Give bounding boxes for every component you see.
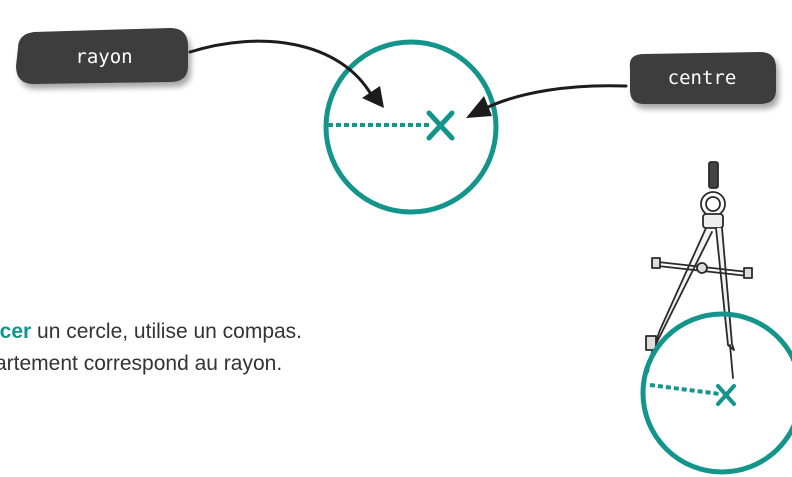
instruction-line-2: artement correspond au rayon. bbox=[0, 352, 283, 375]
rayon-label: rayon bbox=[75, 46, 132, 68]
centre-arrow bbox=[466, 84, 628, 118]
emphasis-word: acer bbox=[0, 320, 32, 343]
instruction-line-1-rest: un cercle, utilise un compas. bbox=[31, 320, 303, 343]
rayon-tag bbox=[16, 28, 188, 84]
compass-icon bbox=[645, 161, 753, 379]
compass-radius-line bbox=[649, 383, 721, 396]
centre-label: centre bbox=[668, 67, 737, 89]
compass-center-cross-icon bbox=[716, 384, 736, 406]
compass-circle bbox=[640, 311, 792, 475]
main-center-cross-icon bbox=[426, 110, 455, 141]
main-circle bbox=[323, 39, 499, 215]
instruction-line-1: acer un cercle, utilise un compas. bbox=[0, 316, 560, 348]
rayon-arrow bbox=[188, 39, 384, 108]
instructions-text: acer un cercle, utilise un compas. artem… bbox=[0, 316, 560, 380]
centre-tag bbox=[629, 52, 776, 104]
